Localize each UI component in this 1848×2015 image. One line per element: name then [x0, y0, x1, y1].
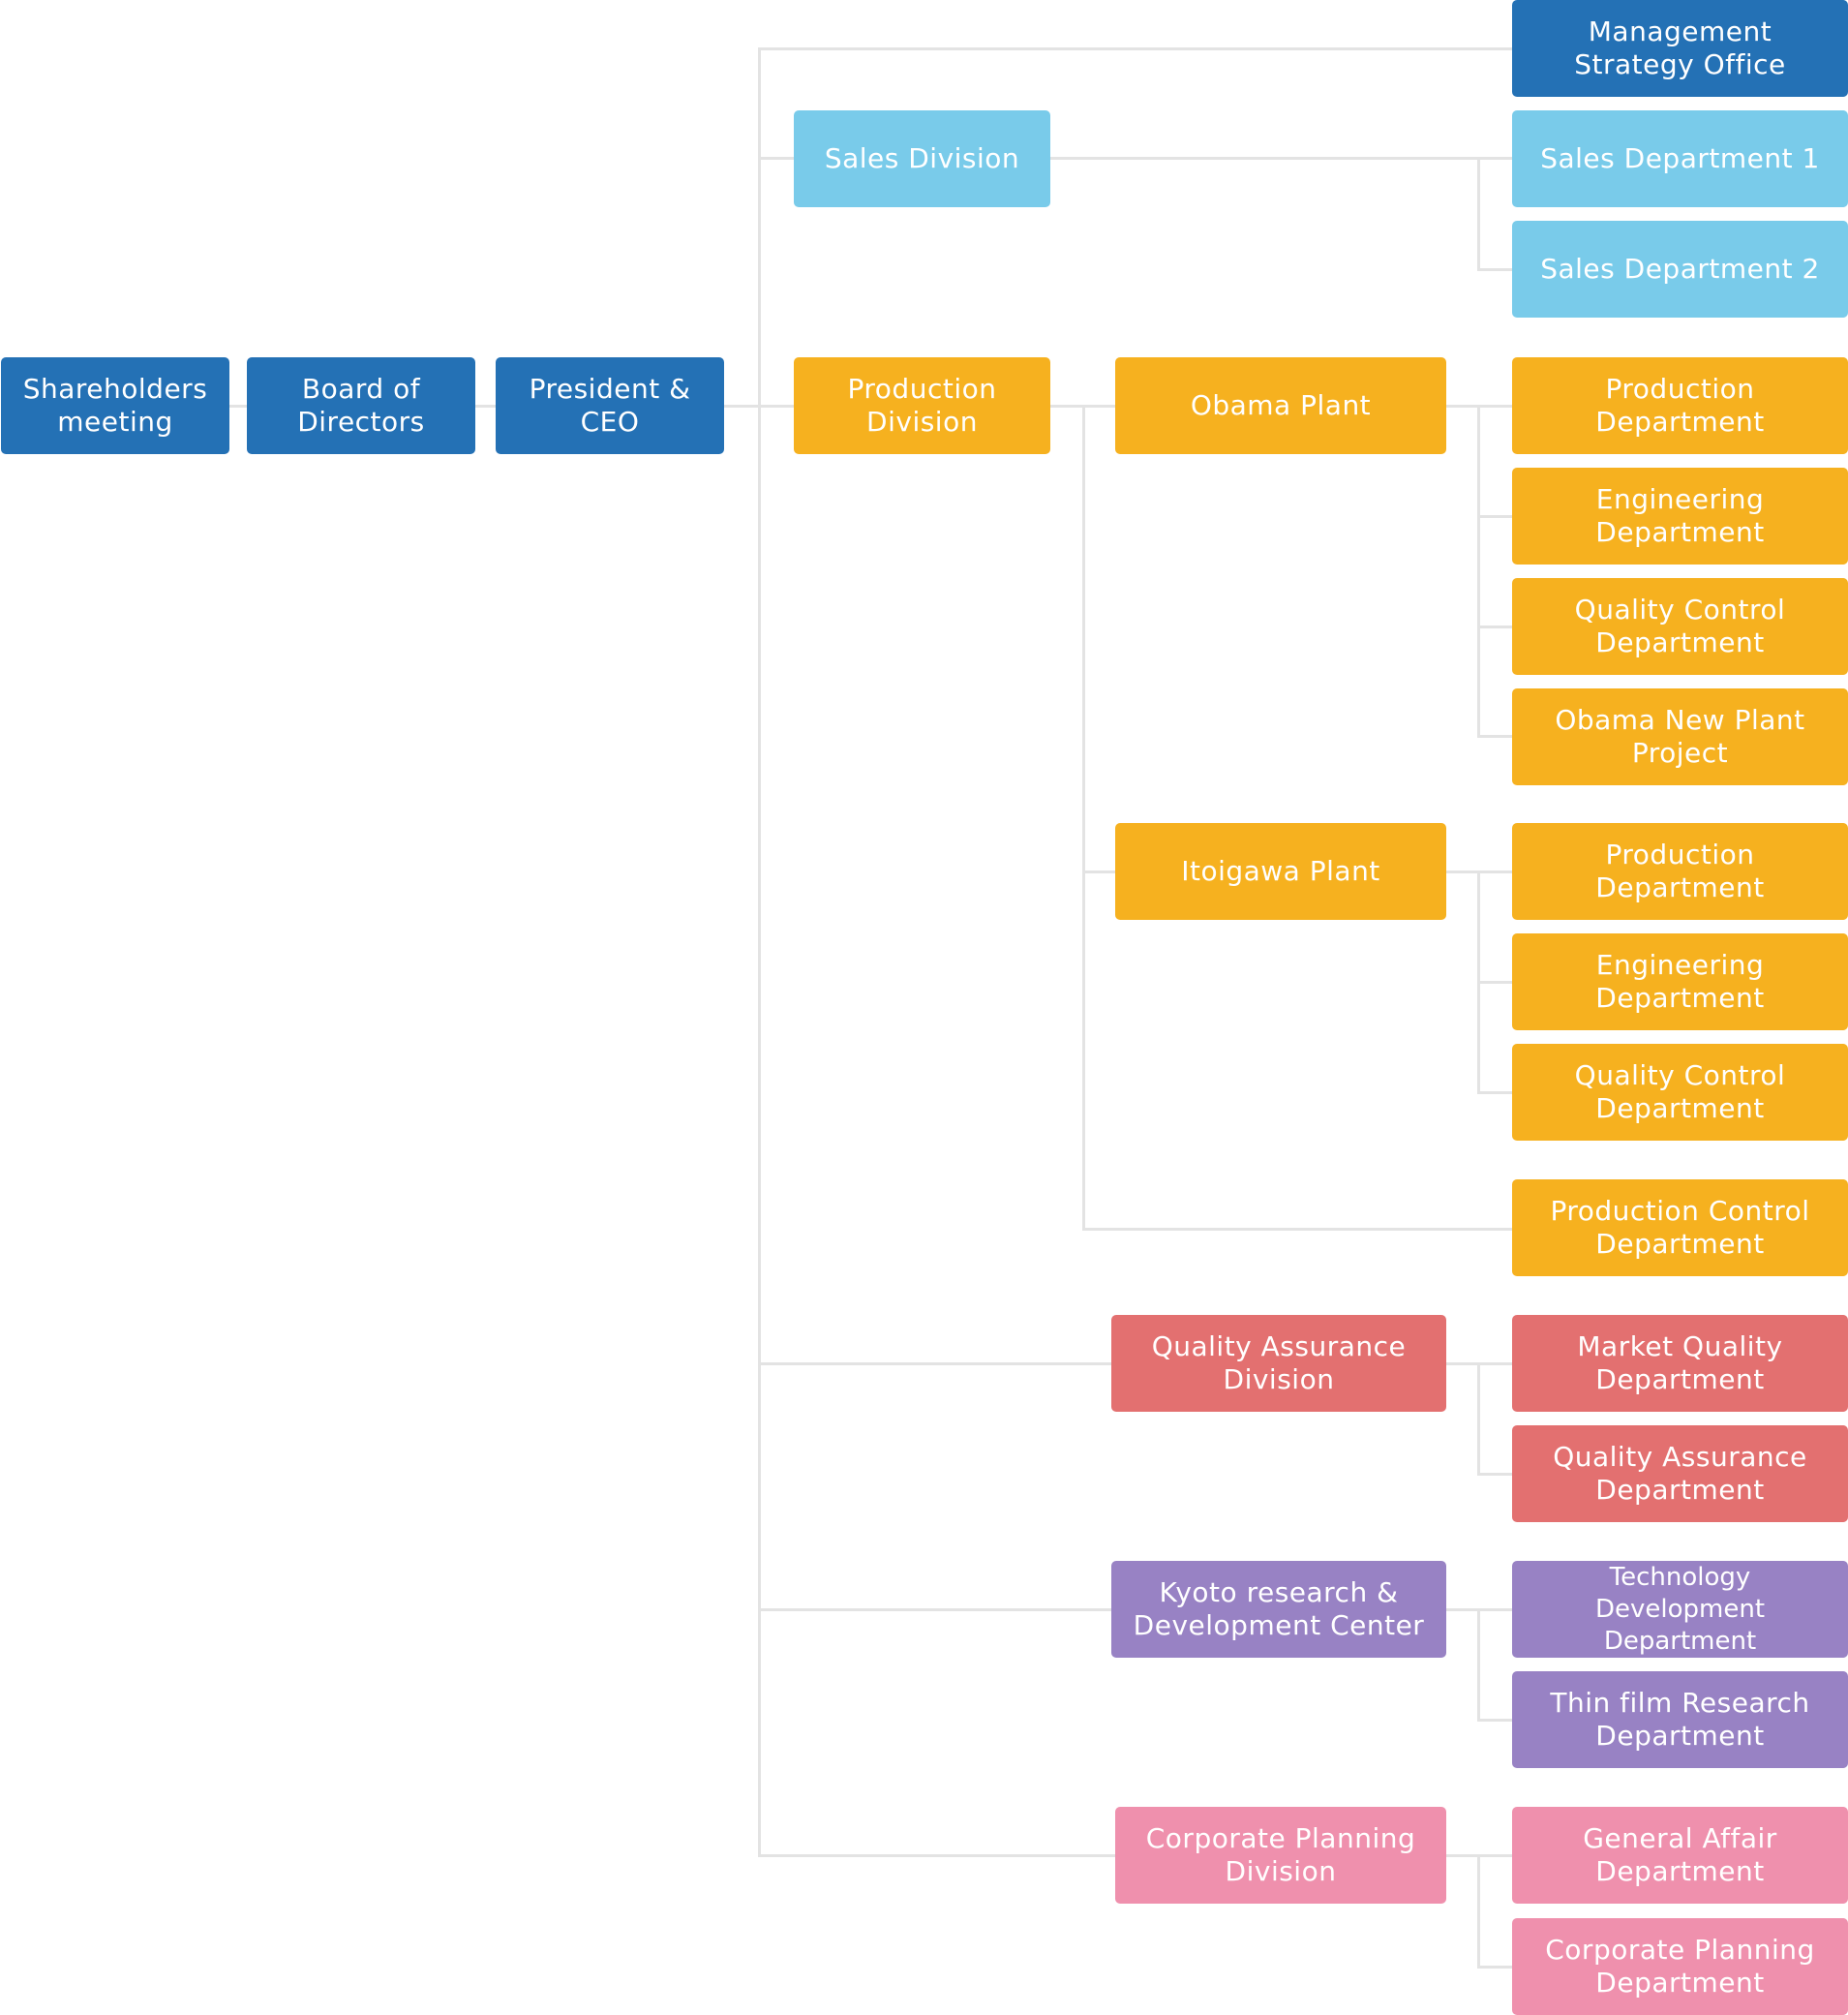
technology-development-department-box: Technology Development Department — [1512, 1561, 1848, 1658]
connector — [474, 405, 496, 408]
itoigawa-production-department-box: Production Department — [1512, 823, 1848, 920]
obama-quality-control-department-box: Quality Control Department — [1512, 578, 1848, 675]
connector — [1477, 981, 1513, 984]
quality-assurance-division-box: Quality Assurance Division — [1111, 1315, 1446, 1412]
connector — [1082, 870, 1116, 873]
obama-engineering-department-box: Engineering Department — [1512, 468, 1848, 565]
production-control-department-box: Production Control Department — [1512, 1179, 1848, 1276]
connector — [1477, 1966, 1513, 1969]
connector — [1477, 626, 1513, 628]
connector — [758, 1854, 1116, 1857]
connector — [1477, 405, 1480, 737]
connector — [1477, 157, 1480, 271]
obama-new-plant-project-box: Obama New Plant Project — [1512, 688, 1848, 785]
sales-department-1-box: Sales Department 1 — [1512, 110, 1848, 207]
corporate-planning-division-box: Corporate Planning Division — [1115, 1807, 1446, 1904]
connector — [1477, 1854, 1480, 1969]
connector — [758, 47, 761, 1857]
sales-department-2-box: Sales Department 2 — [1512, 221, 1848, 318]
connector — [1477, 735, 1513, 738]
connector — [758, 1362, 1112, 1365]
connector — [1082, 405, 1085, 1231]
obama-plant-box: Obama Plant — [1115, 357, 1446, 454]
board-of-directors-box: Board of Directors — [247, 357, 475, 454]
connector — [1050, 157, 1513, 160]
obama-production-department-box: Production Department — [1512, 357, 1848, 454]
connector — [1477, 1473, 1513, 1476]
itoigawa-engineering-department-box: Engineering Department — [1512, 933, 1848, 1030]
connector — [758, 157, 794, 160]
itoigawa-plant-box: Itoigawa Plant — [1115, 823, 1446, 920]
connector — [1477, 1362, 1480, 1476]
general-affair-department-box: General Affair Department — [1512, 1807, 1848, 1904]
management-strategy-office-box: Management Strategy Office — [1512, 0, 1848, 97]
corporate-planning-department-box: Corporate Planning Department — [1512, 1918, 1848, 2015]
shareholders-meeting-box: Shareholders meeting — [1, 357, 229, 454]
connector — [758, 1608, 1112, 1611]
president-ceo-box: President & CEO — [496, 357, 724, 454]
connector — [1477, 1091, 1513, 1094]
itoigawa-quality-control-department-box: Quality Control Department — [1512, 1044, 1848, 1141]
connector — [1477, 1719, 1513, 1722]
sales-division-box: Sales Division — [794, 110, 1050, 207]
connector — [1477, 515, 1513, 518]
connector — [1477, 268, 1513, 271]
kyoto-rd-center-box: Kyoto research & Development Center — [1111, 1561, 1446, 1658]
connector — [228, 405, 248, 408]
quality-assurance-department-box: Quality Assurance Department — [1512, 1425, 1848, 1522]
market-quality-department-box: Market Quality Department — [1512, 1315, 1848, 1412]
connector — [1082, 1228, 1513, 1231]
thin-film-research-department-box: Thin film Research Department — [1512, 1671, 1848, 1768]
connector — [1477, 1608, 1480, 1722]
production-division-box: Production Division — [794, 357, 1050, 454]
connector — [758, 47, 1513, 50]
